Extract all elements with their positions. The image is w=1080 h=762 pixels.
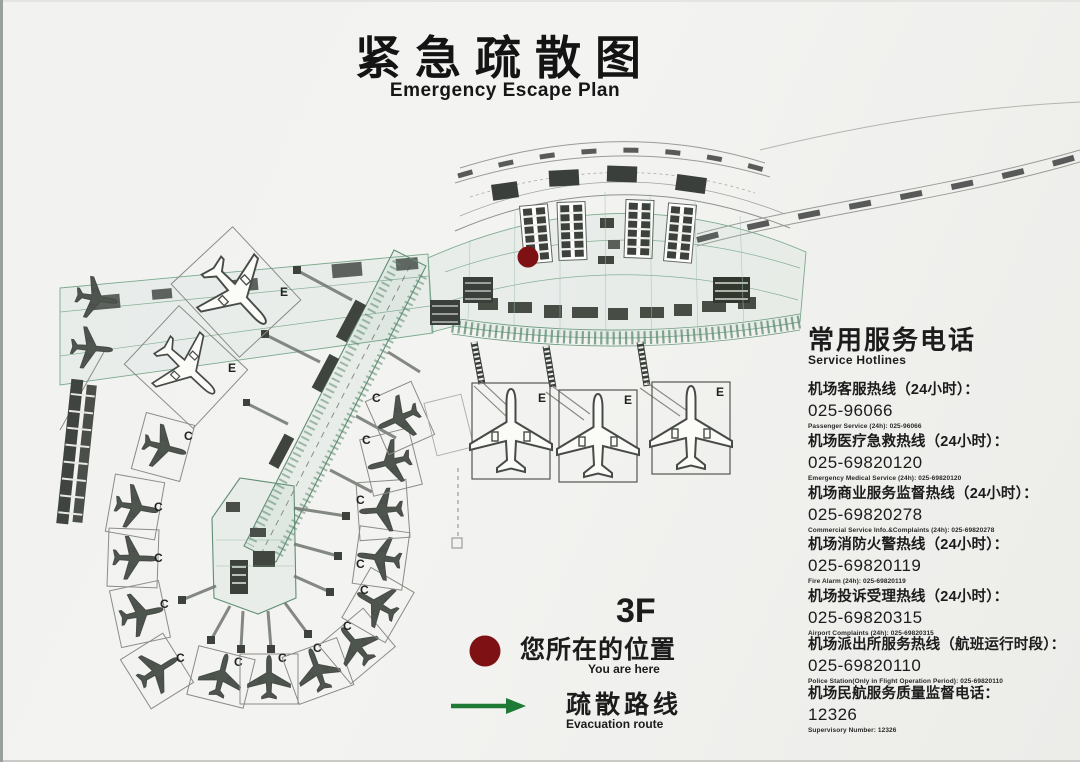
hotline-number: 025-69820120 xyxy=(808,453,923,472)
svg-text:C: C xyxy=(160,597,169,611)
gate-class-label: E xyxy=(538,391,546,405)
hotline-number: 025-69820278 xyxy=(808,505,923,524)
svg-text:C: C xyxy=(313,641,322,655)
hotline-item: 机场客服热线（24小时）： 025-96066 Passenger Servic… xyxy=(808,378,1070,430)
svg-text:C: C xyxy=(234,655,243,669)
hotlines-heading-en: Service Hotlines xyxy=(808,353,907,367)
svg-text:C: C xyxy=(362,433,371,447)
svg-text:C: C xyxy=(356,493,365,507)
e-gate-stands: E E E xyxy=(423,341,732,549)
widebody-stands: E E xyxy=(123,226,302,430)
terminal-building xyxy=(427,165,807,347)
narrowbody-stands: C C C C C C C C C C C C C C xyxy=(105,381,434,709)
hotline-item: 机场商业服务监督热线（24小时）： 025-69820278 Commercia… xyxy=(808,482,1070,534)
hotline-item: 机场消防火警热线（24小时）： 025-69820119 Fire Alarm … xyxy=(808,533,1070,585)
you-are-here-legend-icon xyxy=(469,635,501,667)
page-subtitle: Emergency Escape Plan xyxy=(389,80,621,101)
floor-label: 3F xyxy=(616,592,656,630)
pier-concourse xyxy=(243,249,427,563)
hotline-number: 025-69820119 xyxy=(808,556,922,575)
terminal-west-wing xyxy=(56,253,493,525)
landside-roads xyxy=(454,101,1080,247)
hotline-number: 025-96066 xyxy=(808,401,893,420)
hotline-item: 机场投诉受理热线（24小时）： 025-69820315 Airport Com… xyxy=(808,585,1070,637)
hotline-label-en: Fire Alarm (24h): 025-69820119 xyxy=(808,578,906,585)
svg-text:C: C xyxy=(356,557,365,571)
svg-text:C: C xyxy=(360,583,369,597)
gate-class-label: E xyxy=(280,285,288,299)
page-title: 紧急疏散图 xyxy=(355,32,655,84)
hotline-label: 机场客服热线（24小时）： xyxy=(808,382,979,398)
you-are-here-marker xyxy=(517,246,539,268)
svg-text:C: C xyxy=(154,500,163,514)
svg-text:C: C xyxy=(372,391,381,405)
hotline-item: 机场医疗急救热线（24小时）： 025-69820120 Emergency M… xyxy=(808,430,1070,482)
hotline-label-en: Passenger Service (24h): 025-96066 xyxy=(808,423,922,430)
evacuation-route-arrow-icon xyxy=(451,698,526,714)
hotline-label-en: Commercial Service Info.&Complaints (24h… xyxy=(808,527,995,534)
svg-text:C: C xyxy=(176,651,185,665)
gate-class-label: E xyxy=(228,361,236,375)
you-are-here-label-en: You are here xyxy=(588,662,660,676)
hotline-label-en: Emergency Medical Service (24h): 025-698… xyxy=(808,475,962,482)
hotline-label: 机场派出所服务热线（航班运行时段）： xyxy=(808,637,1066,653)
gate-class-label: E xyxy=(624,393,632,407)
hotline-label: 机场民航服务质量监督电话： xyxy=(808,686,1000,702)
hotline-item: 机场派出所服务热线（航班运行时段）： 025-69820110 Police S… xyxy=(808,633,1070,685)
svg-text:C: C xyxy=(184,429,193,443)
hotline-number: 025-69820110 xyxy=(808,656,922,675)
hotlines-heading: 常用服务电话 xyxy=(808,325,977,355)
svg-text:C: C xyxy=(343,619,352,633)
hotline-label: 机场消防火警热线（24小时）： xyxy=(808,537,1009,553)
hotline-label: 机场医疗急救热线（24小时）： xyxy=(808,434,1009,450)
evacuation-route-label-en: Evacuation route xyxy=(566,717,664,731)
gate-class-label: E xyxy=(716,385,724,399)
hotline-label-en: Airport Complaints (24h): 025-69820315 xyxy=(808,630,934,637)
hotline-label: 机场投诉受理热线（24小时）： xyxy=(808,589,1009,605)
hotline-label: 机场商业服务监督热线（24小时）： xyxy=(808,486,1038,502)
satellite-concourse xyxy=(178,477,350,653)
hotline-number: 12326 xyxy=(808,705,858,724)
hotline-item: 机场民航服务质量监督电话： 12326 Supervisory Number: … xyxy=(808,682,1070,734)
svg-text:C: C xyxy=(154,551,163,565)
hotline-label-en: Supervisory Number: 12326 xyxy=(808,727,897,734)
hotline-number: 025-69820315 xyxy=(808,608,923,627)
hotline-label-en: Police Station(Only in Flight Operation … xyxy=(808,678,1004,685)
you-are-here-label: 您所在的位置 xyxy=(520,636,677,664)
evacuation-route-label: 疏散路线 xyxy=(566,691,683,719)
